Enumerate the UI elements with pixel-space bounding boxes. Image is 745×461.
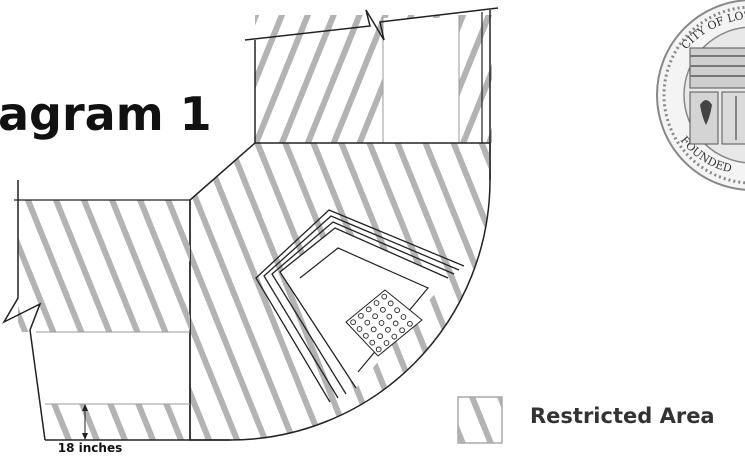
legend-label: Restricted Area bbox=[530, 404, 715, 428]
corner-area bbox=[189, 142, 491, 441]
warning-dot bbox=[369, 339, 376, 346]
warning-dot bbox=[381, 293, 388, 300]
city-seal: CITY OF LOS FOUNDED bbox=[656, 0, 745, 191]
warning-dot bbox=[387, 300, 394, 307]
warning-dot bbox=[392, 320, 399, 327]
left-bottom-strip bbox=[45, 404, 190, 440]
upper-break-line bbox=[244, 7, 499, 41]
upper-sidewalk bbox=[244, 7, 499, 180]
warning-dot bbox=[383, 340, 390, 346]
measurement-label: 18 inches bbox=[57, 441, 123, 455]
curb-ramp bbox=[255, 209, 465, 403]
warning-dot bbox=[364, 319, 371, 326]
measurement-arrow bbox=[82, 404, 88, 440]
warning-dot bbox=[400, 314, 407, 320]
upper-clear-area bbox=[383, 18, 459, 144]
warning-dot bbox=[370, 326, 377, 333]
left-sidewalk bbox=[2, 180, 230, 441]
left-restricted-area bbox=[18, 200, 190, 332]
legend-swatch bbox=[457, 396, 503, 444]
warning-dot bbox=[380, 306, 386, 313]
warning-dot bbox=[377, 333, 383, 340]
warning-dot bbox=[385, 326, 391, 333]
left-break-line bbox=[2, 180, 46, 441]
warning-dot bbox=[375, 346, 382, 353]
warning-dot bbox=[365, 306, 372, 313]
warning-dot bbox=[350, 319, 356, 326]
warning-dot bbox=[356, 326, 363, 332]
warning-dot bbox=[378, 320, 385, 326]
warning-dot bbox=[372, 313, 378, 320]
warning-dot bbox=[358, 312, 364, 319]
diagram-title: agram 1 bbox=[0, 87, 212, 141]
warning-dot bbox=[394, 307, 400, 314]
warning-dot bbox=[399, 327, 405, 334]
warning-dot bbox=[373, 300, 380, 306]
warning-dot bbox=[407, 320, 413, 327]
warning-dot bbox=[386, 313, 393, 320]
warning-dot bbox=[363, 332, 369, 339]
warning-dot bbox=[391, 333, 398, 340]
